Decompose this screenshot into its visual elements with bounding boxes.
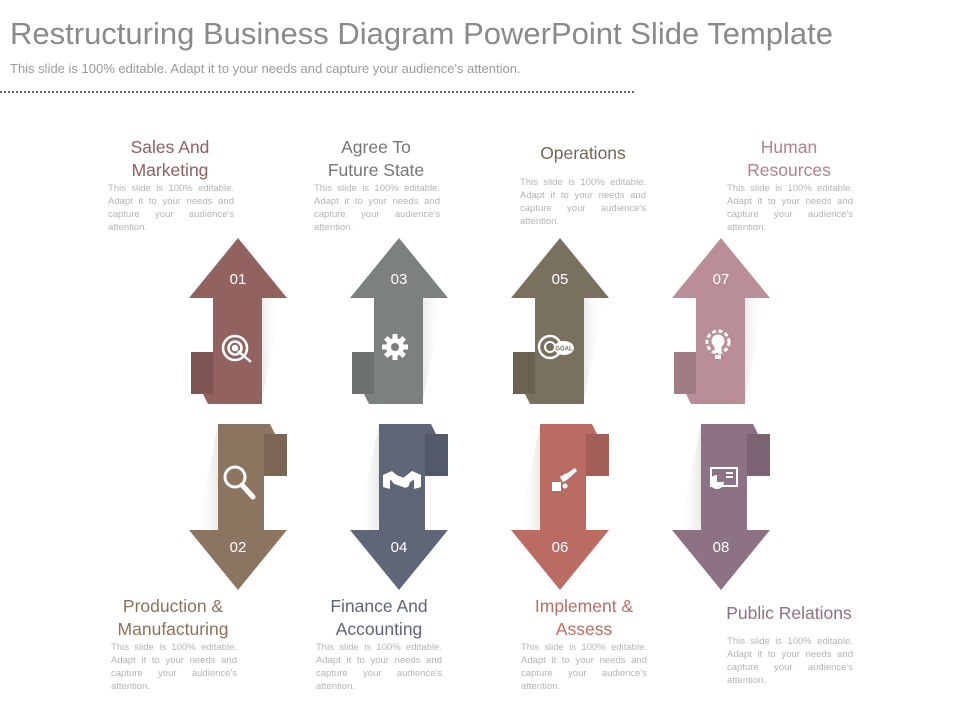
goal-icon: GOAL bbox=[537, 334, 574, 360]
heading-07-line-2: Resources bbox=[747, 160, 831, 180]
heading-06-line-1: Implement & bbox=[534, 596, 634, 616]
heading-02-line-2: Manufacturing bbox=[117, 619, 229, 639]
arrow-02-fold bbox=[264, 434, 287, 476]
heading-07: Human Resources bbox=[714, 136, 864, 182]
desc-02: This slide is 100% editable. Adapt it to… bbox=[111, 642, 237, 692]
arrow-08-body bbox=[672, 424, 770, 590]
desc-04: This slide is 100% editable. Adapt it to… bbox=[316, 642, 442, 692]
desc-07: This slide is 100% editable. Adapt it to… bbox=[727, 183, 853, 233]
heading-01-line-2: Marketing bbox=[131, 160, 209, 180]
arrow-02-body bbox=[189, 424, 287, 590]
heading-06-line-2: Assess bbox=[555, 619, 613, 639]
heading-03-line-2: Future State bbox=[327, 160, 425, 180]
heading-02-line-1: Production & bbox=[122, 596, 224, 616]
arrow-05-number: 05 bbox=[552, 271, 569, 288]
arrow-07-body bbox=[672, 238, 770, 404]
arrow-03-number: 03 bbox=[391, 271, 408, 288]
arrow-08-number: 08 bbox=[713, 539, 730, 556]
arrow-06: 06 bbox=[511, 424, 609, 590]
arrow-08-fold bbox=[747, 434, 770, 476]
puzzle-hand-icon bbox=[552, 468, 577, 491]
arrow-06-fold bbox=[586, 434, 609, 476]
arrow-05-fold bbox=[513, 352, 535, 394]
heading-04-line-1: Finance And bbox=[330, 596, 428, 616]
presentation-chart-icon bbox=[710, 467, 738, 489]
heading-01: Sales And Marketing bbox=[95, 136, 245, 182]
arrow-04: 04 bbox=[350, 424, 448, 590]
arrow-01: 01 bbox=[189, 238, 287, 404]
arrow-03: 03 bbox=[350, 238, 448, 404]
desc-01: This slide is 100% editable. Adapt it to… bbox=[108, 183, 234, 233]
arrow-02: 02 bbox=[189, 424, 287, 590]
heading-05: Operations bbox=[508, 142, 658, 165]
heading-04: Finance And Accounting bbox=[304, 595, 454, 641]
magnifier-icon bbox=[223, 465, 256, 500]
heading-03-line-1: Agree To bbox=[341, 137, 411, 157]
gear-icon bbox=[382, 334, 408, 360]
desc-06: This slide is 100% editable. Adapt it to… bbox=[521, 642, 647, 692]
lightbulb-gear-icon bbox=[705, 329, 731, 359]
arrow-03-fold bbox=[352, 352, 374, 394]
desc-08: This slide is 100% editable. Adapt it to… bbox=[727, 636, 853, 686]
heading-02: Production & Manufacturing bbox=[98, 595, 248, 641]
arrow-07-number: 07 bbox=[713, 271, 730, 288]
heading-04-line-2: Accounting bbox=[335, 619, 423, 639]
arrow-01-number: 01 bbox=[230, 271, 247, 288]
arrow-04-fold bbox=[425, 434, 448, 476]
goal-icon-label: GOAL bbox=[555, 347, 573, 353]
heading-03: Agree To Future State bbox=[301, 136, 451, 182]
heading-08: Public Relations bbox=[714, 602, 864, 625]
target-icon bbox=[221, 334, 252, 363]
slide-subtitle: This slide is 100% editable. Adapt it to… bbox=[10, 61, 521, 76]
heading-05-line-1: Operations bbox=[540, 143, 626, 163]
arrow-01-body bbox=[189, 238, 287, 404]
desc-03: This slide is 100% editable. Adapt it to… bbox=[314, 183, 440, 233]
heading-07-line-1: Human bbox=[760, 137, 818, 157]
arrow-05: 05 GOAL bbox=[511, 238, 609, 404]
arrow-04-body bbox=[350, 424, 448, 590]
arrow-03-body bbox=[350, 238, 448, 404]
arrow-07-fold bbox=[674, 352, 696, 394]
arrow-06-number: 06 bbox=[552, 539, 569, 556]
arrow-05-body bbox=[511, 238, 609, 404]
heading-06: Implement & Assess bbox=[509, 595, 659, 641]
heading-08-line-1: Public Relations bbox=[726, 603, 852, 623]
arrow-01-fold bbox=[191, 352, 213, 394]
arrow-08: 08 bbox=[672, 424, 770, 590]
arrow-02-number: 02 bbox=[230, 539, 247, 556]
arrow-04-number: 04 bbox=[391, 539, 408, 556]
handshake-icon bbox=[383, 471, 421, 489]
heading-01-line-1: Sales And bbox=[130, 137, 210, 157]
arrow-07: 07 bbox=[672, 238, 770, 404]
desc-05: This slide is 100% editable. Adapt it to… bbox=[520, 177, 646, 227]
arrow-06-body bbox=[511, 424, 609, 590]
title-divider bbox=[0, 91, 634, 93]
slide-title: Restructuring Business Diagram PowerPoin… bbox=[10, 16, 834, 51]
